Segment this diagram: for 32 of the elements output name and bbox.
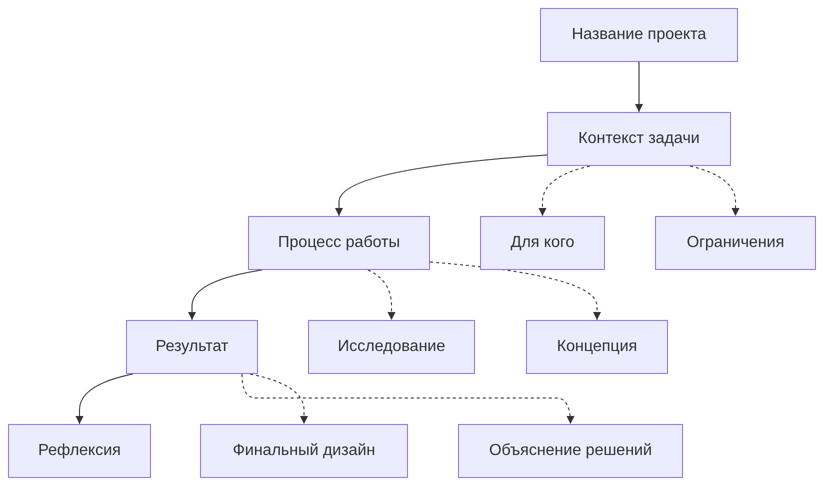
process-box <box>655 216 816 270</box>
process-box <box>8 424 151 478</box>
arrow <box>250 374 308 424</box>
box-label: Рефлексия <box>38 441 121 461</box>
process-box <box>200 424 408 478</box>
arrow <box>76 374 134 424</box>
arrow <box>430 262 601 320</box>
arrow <box>635 62 643 112</box>
arrow <box>368 270 396 320</box>
process-box <box>547 112 731 166</box>
process-box <box>248 216 430 270</box>
box-label: Концепция <box>556 337 638 357</box>
arrow <box>335 154 548 216</box>
process-box <box>526 320 668 374</box>
arrow <box>188 270 262 320</box>
process-box <box>126 320 258 374</box>
box-label: Процесс работы <box>278 233 400 253</box>
arrow <box>690 166 740 216</box>
process-box <box>480 216 605 270</box>
arrow <box>242 374 574 424</box>
box-label: Для кого <box>510 233 574 253</box>
box-label: Ограничения <box>686 233 784 253</box>
box-label: Исследование <box>338 337 446 357</box>
process-box <box>540 8 738 62</box>
process-box <box>308 320 475 374</box>
box-label: Название проекта <box>572 25 706 45</box>
box-label: Объяснение решений <box>489 441 652 461</box>
box-label: Контекст задачи <box>578 129 700 149</box>
box-label: Финальный дизайн <box>232 441 376 461</box>
box-label: Результат <box>156 337 228 357</box>
arrow <box>538 166 590 216</box>
process-box <box>458 424 683 478</box>
